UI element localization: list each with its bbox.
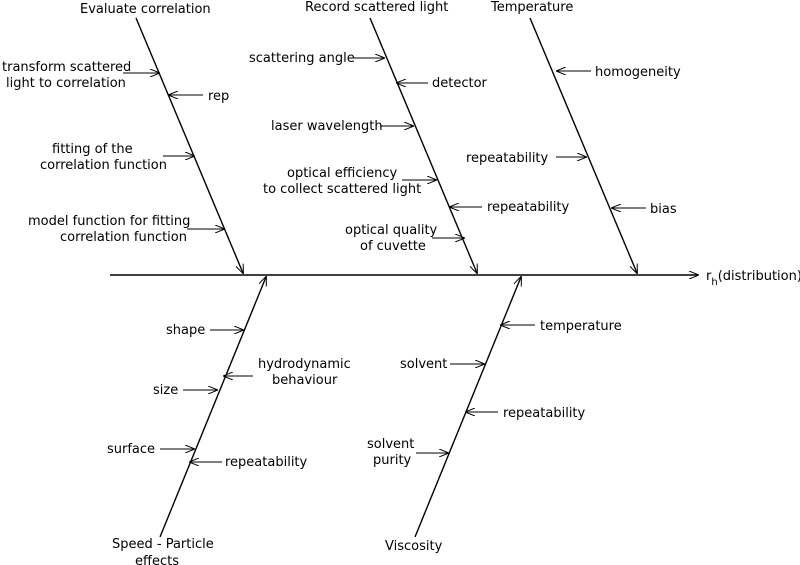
category-evaluate: Evaluate correlation — [80, 2, 211, 17]
cause-surface: surface — [107, 442, 155, 457]
cause-speed-repeatability: repeatability — [225, 455, 308, 470]
cause-detector: detector — [432, 76, 488, 91]
cause-solvent: solvent — [400, 357, 447, 372]
category-temperature: Temperature — [490, 0, 573, 15]
bone-record — [369, 17, 477, 273]
effect-label: rh(distribution) — [706, 269, 800, 288]
cause-rep: rep — [208, 89, 229, 104]
cause-bias: bias — [650, 202, 677, 217]
bone-speed — [159, 277, 266, 538]
cause-size: size — [153, 383, 178, 398]
bone-temperature — [529, 17, 637, 273]
bone-evaluate — [135, 17, 243, 273]
category-viscosity: Viscosity — [385, 539, 443, 554]
cause-homogeneity: homogeneity — [595, 65, 681, 80]
bone-viscosity — [414, 277, 521, 538]
cause-shape: shape — [166, 323, 205, 338]
cause-viscosity-temperature: temperature — [540, 319, 622, 334]
cause-temperature-repeatability: repeatability — [466, 151, 549, 166]
cause-laser-wavelength: laser wavelength — [271, 119, 383, 134]
cause-record-repeatability: repeatability — [487, 200, 570, 215]
cause-scattering-angle: scattering angle — [249, 51, 355, 66]
cause-viscosity-repeatability: repeatability — [503, 406, 586, 421]
category-record: Record scattered light — [305, 0, 448, 15]
